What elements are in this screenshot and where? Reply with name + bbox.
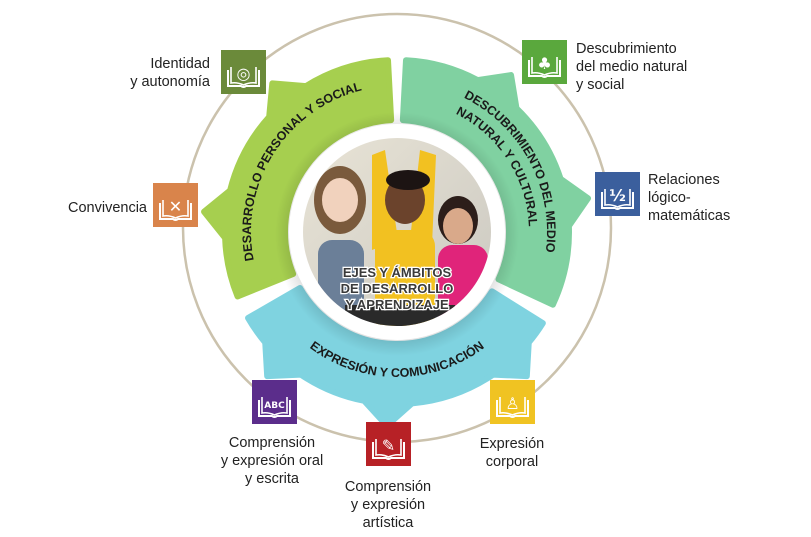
label-line: matemáticas xyxy=(648,208,731,224)
area-label-medio: Descubrimiento del medio natural y socia… xyxy=(576,40,687,94)
label-line: Expresión xyxy=(479,436,545,452)
tree-book-icon: ♣ xyxy=(528,54,561,78)
expresion-artistica-icon: ✎ xyxy=(366,422,411,466)
center-title-line: DE DESARROLLO xyxy=(341,281,454,296)
fingerprint-book-icon: ◎ xyxy=(227,64,260,88)
expresion-oral-icon: ABC xyxy=(252,380,297,424)
area-label-logico: Relaciones lógico- matemáticas xyxy=(648,171,730,225)
area-label-corporal: Expresión corporal xyxy=(452,435,572,471)
expresion-corporal-icon: ♙ xyxy=(490,380,535,424)
label-line: y autonomía xyxy=(130,74,210,90)
label-line: Convivencia xyxy=(68,200,147,216)
area-label-artistica: Comprensión y expresión artística xyxy=(318,478,458,532)
handshake-book-icon: ✕ xyxy=(159,197,192,221)
label-line: Comprensión xyxy=(228,435,316,451)
label-line: lógico- xyxy=(648,190,691,206)
label-line: y escrita xyxy=(245,471,299,487)
label-line: artística xyxy=(362,515,414,531)
svg-text:✕: ✕ xyxy=(169,197,182,216)
center-title-line: Y APRENDIZAJE xyxy=(345,297,449,312)
area-label-oral: Comprensión y expresión oral y escrita xyxy=(202,434,342,488)
medio-icon: ♣ xyxy=(522,40,567,84)
label-line: del medio natural xyxy=(576,59,688,75)
logico-matematicas-icon: ½ xyxy=(595,172,640,216)
label-line: Relaciones xyxy=(648,172,720,188)
label-line: Comprensión xyxy=(344,479,432,495)
center-title-line: EJES Y ÁMBITOS xyxy=(343,265,452,280)
svg-text:♙: ♙ xyxy=(505,394,519,413)
svg-text:ABC: ABC xyxy=(264,401,285,411)
svg-text:✎: ✎ xyxy=(382,436,395,455)
runner-book-icon: ♙ xyxy=(496,394,529,418)
svg-text:½: ½ xyxy=(609,186,626,205)
identidad-icon: ◎ xyxy=(221,50,266,94)
label-line: corporal xyxy=(485,454,539,470)
area-label-identidad: Identidad y autonomía xyxy=(130,55,210,91)
math-book-icon: ½ xyxy=(601,186,634,210)
area-label-convivencia: Convivencia xyxy=(68,199,147,217)
palette-book-icon: ✎ xyxy=(372,436,405,460)
label-line: Descubrimiento xyxy=(576,41,677,57)
svg-text:◎: ◎ xyxy=(237,64,251,83)
label-line: y expresión xyxy=(350,497,426,513)
label-line: y social xyxy=(576,77,625,93)
convivencia-icon: ✕ xyxy=(153,183,198,227)
svg-text:♣: ♣ xyxy=(537,54,551,73)
label-line: y expresión oral xyxy=(220,453,324,469)
center-title: EJES Y ÁMBITOS DE DESARROLLO Y APRENDIZA… xyxy=(339,264,454,314)
label-line: Identidad xyxy=(150,56,210,72)
abc-book-icon: ABC xyxy=(258,397,291,418)
